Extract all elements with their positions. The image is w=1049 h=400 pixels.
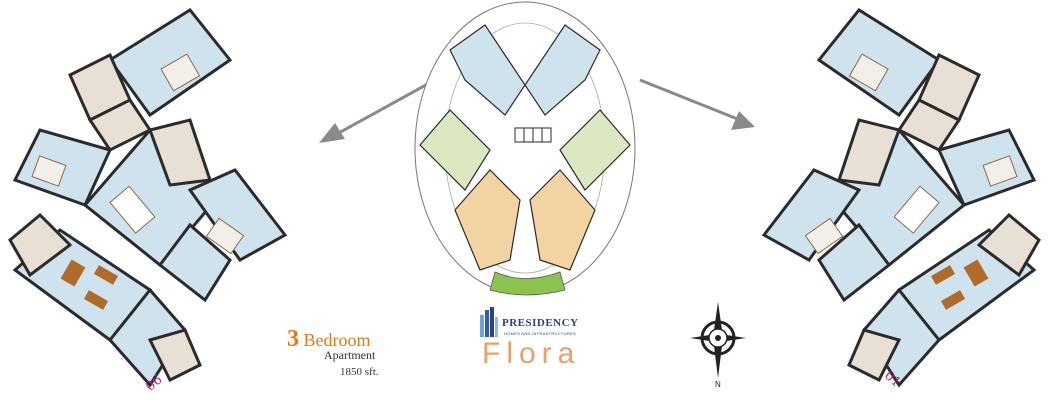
brand-tagline: HOMES AND INFRASTRUCTURES (504, 331, 576, 336)
left-floor-plan: 06 (0, 0, 300, 400)
brand-name: PRESIDENCY (502, 317, 579, 329)
bedroom-word: Bedroom (303, 330, 371, 350)
area-label: 1850 sft. (340, 366, 379, 378)
project-name: Flora (482, 337, 581, 370)
brand-logo-icon (480, 307, 498, 337)
right-floor-plan: 01 (749, 0, 1049, 400)
right-floor-plan-drawing (761, 8, 1041, 388)
compass-icon (690, 302, 746, 378)
site-plan (410, 0, 640, 300)
compass: N (688, 300, 748, 392)
right-arrow-icon (639, 78, 755, 130)
bedroom-info: 3 Bedroom (287, 326, 370, 353)
left-arrow-icon (319, 78, 436, 143)
apartment-label: Apartment (324, 348, 376, 362)
bedroom-count: 3 (287, 326, 299, 352)
north-label: N (715, 380, 721, 389)
left-floor-plan-drawing (8, 8, 288, 388)
site-plan-drawing (414, 1, 636, 296)
